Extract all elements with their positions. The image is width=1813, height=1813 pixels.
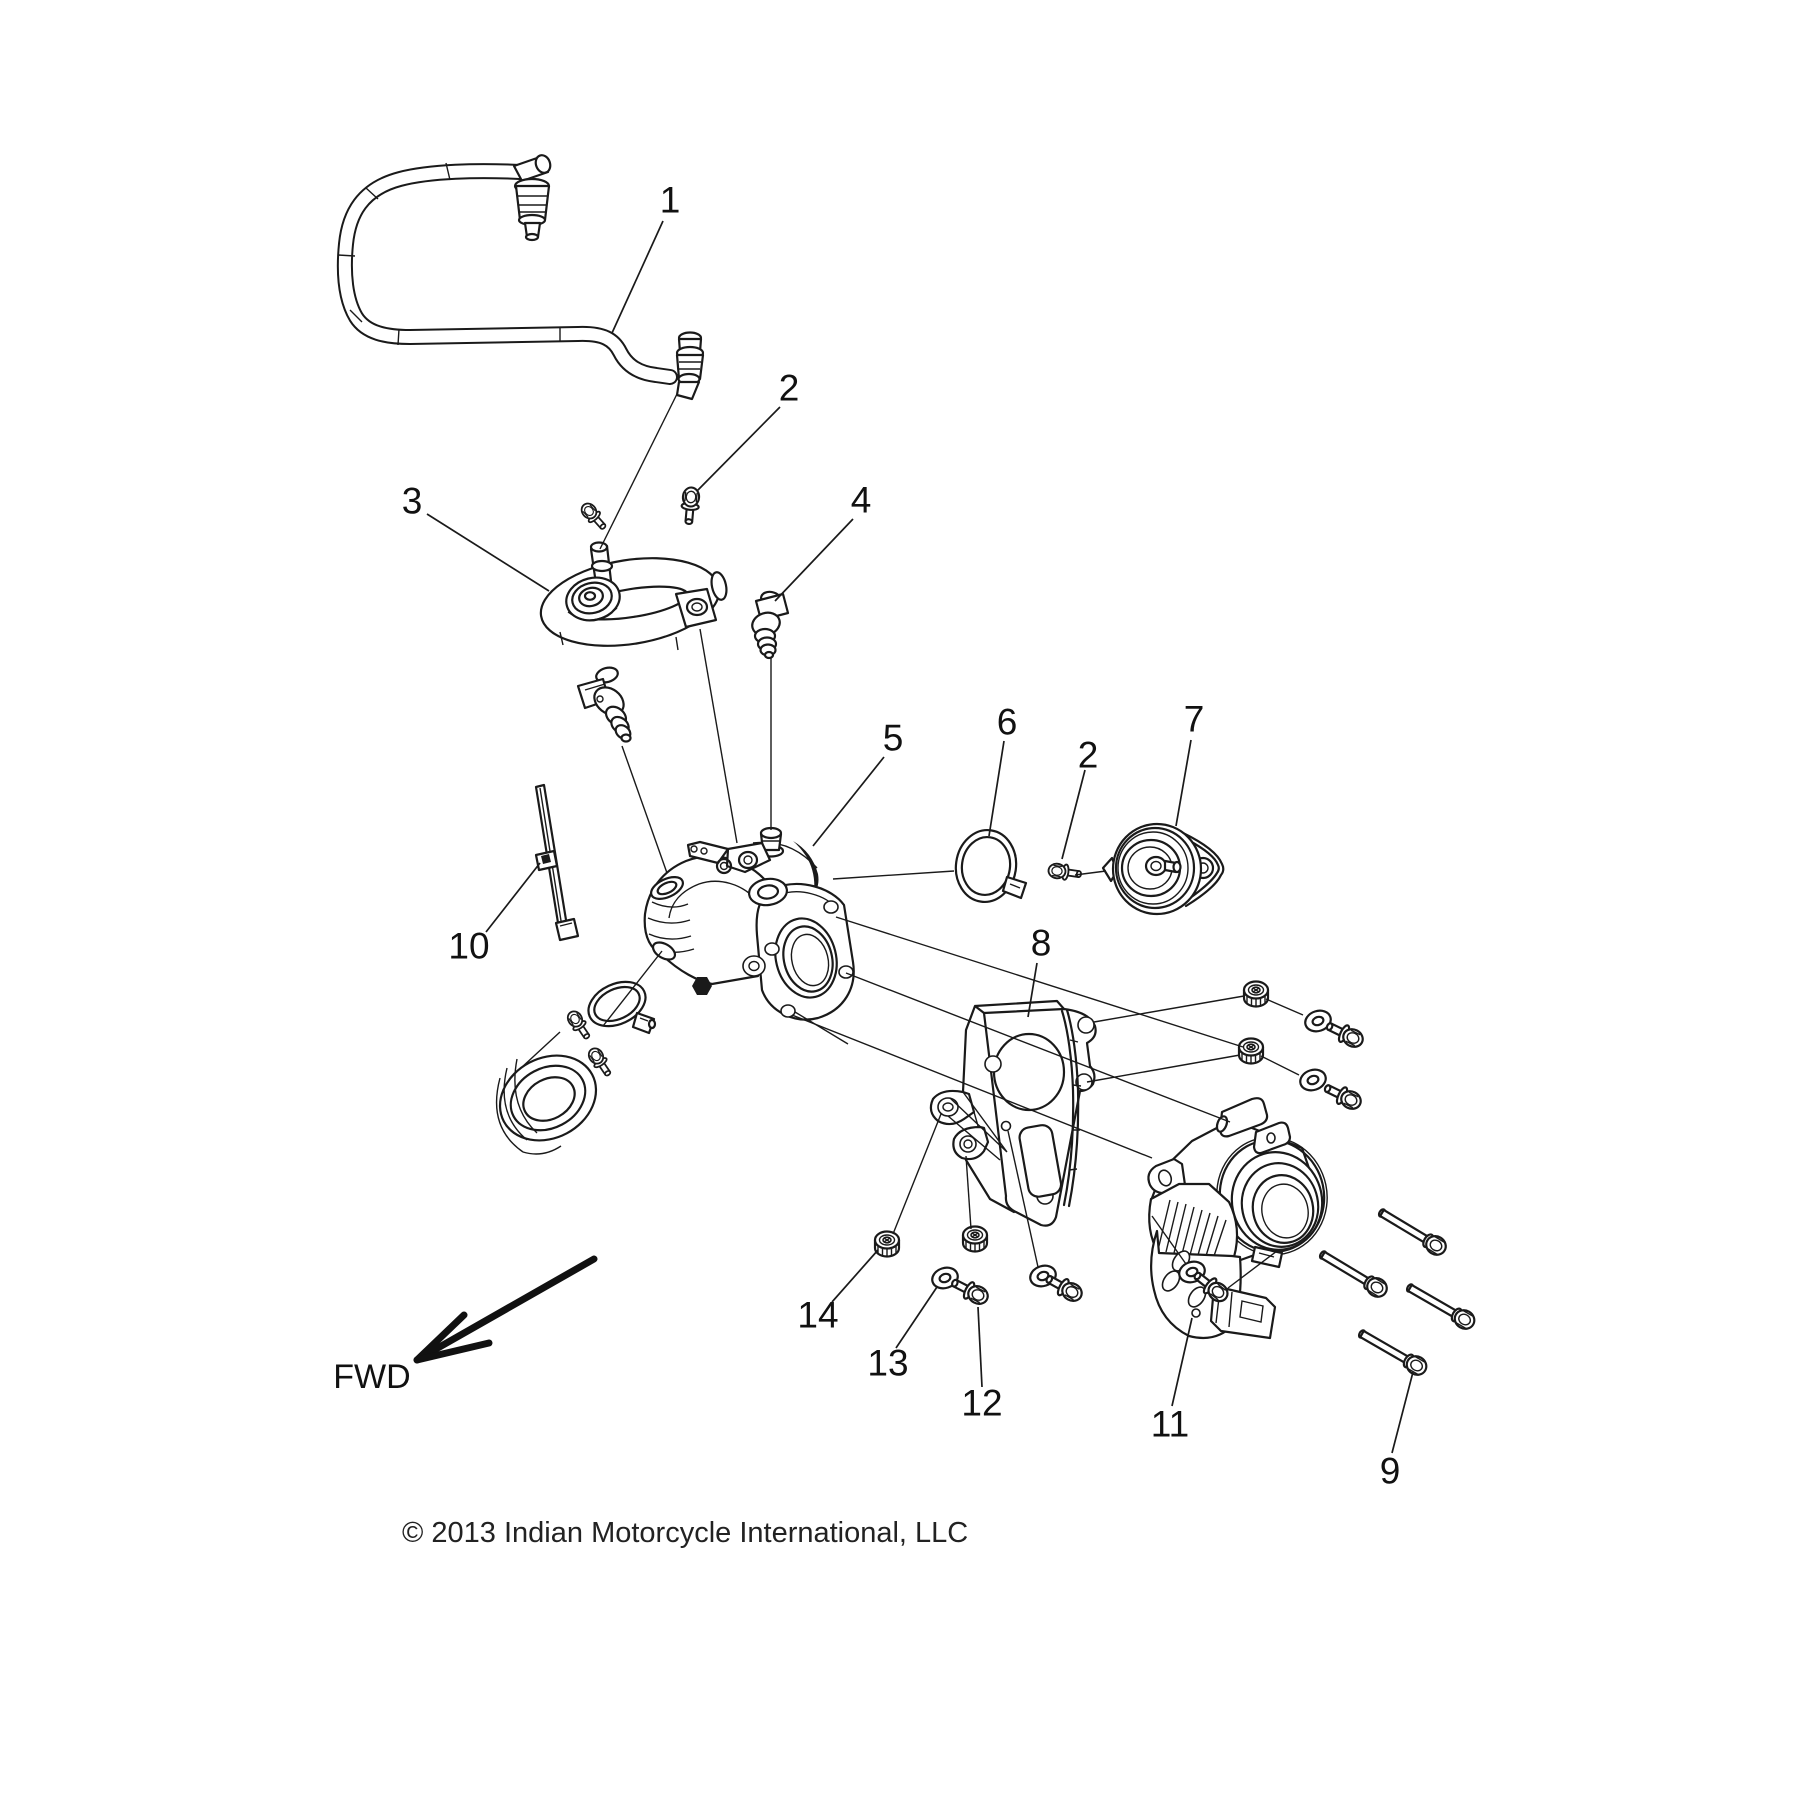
callout-1: 1 (660, 180, 681, 221)
callout-3: 3 (402, 481, 423, 522)
intake-boot-drawing (495, 1054, 598, 1155)
flange-bolt-drawing (1046, 861, 1083, 883)
callout-6: 6 (997, 702, 1018, 743)
throttle-adapter-drawing (643, 826, 855, 1021)
fwd-arrow: FWD (333, 1255, 598, 1396)
callout-14: 14 (797, 1295, 838, 1336)
fuel-injector-left-drawing (576, 666, 632, 743)
callout-8: 8 (1031, 923, 1052, 964)
callout-9: 9 (1380, 1451, 1401, 1492)
mounting-bracket-drawing (929, 999, 1097, 1227)
hose-clamp-drawing (954, 829, 1028, 903)
callout-leaders (426, 220, 1414, 1454)
throttle-body-drawing (1147, 1097, 1328, 1340)
cable-tie-drawing (534, 783, 580, 942)
long-bolts-drawing (1315, 1202, 1479, 1380)
callout-2b: 2 (1078, 735, 1099, 776)
fuel-line-drawing (336, 154, 705, 401)
callout-2: 2 (779, 368, 800, 409)
alignment-lines (520, 393, 1304, 1289)
sensor-cap-drawing (1101, 822, 1225, 916)
fuel-injector-right-drawing (751, 590, 790, 660)
callout-13: 13 (867, 1343, 908, 1384)
boot-clamp-drawing (587, 980, 657, 1035)
fuel-rail-drawing (539, 485, 728, 651)
hardware-upper-drawing (1237, 980, 1368, 1114)
fwd-label: FWD (333, 1358, 410, 1396)
callout-4: 4 (851, 480, 872, 521)
copyright-text: © 2013 Indian Motorcycle International, … (402, 1517, 968, 1549)
callout-11: 11 (1151, 1404, 1189, 1445)
callout-5: 5 (883, 718, 904, 759)
callout-12: 12 (961, 1383, 1002, 1424)
callout-10: 10 (448, 926, 489, 967)
callout-7: 7 (1184, 699, 1205, 740)
